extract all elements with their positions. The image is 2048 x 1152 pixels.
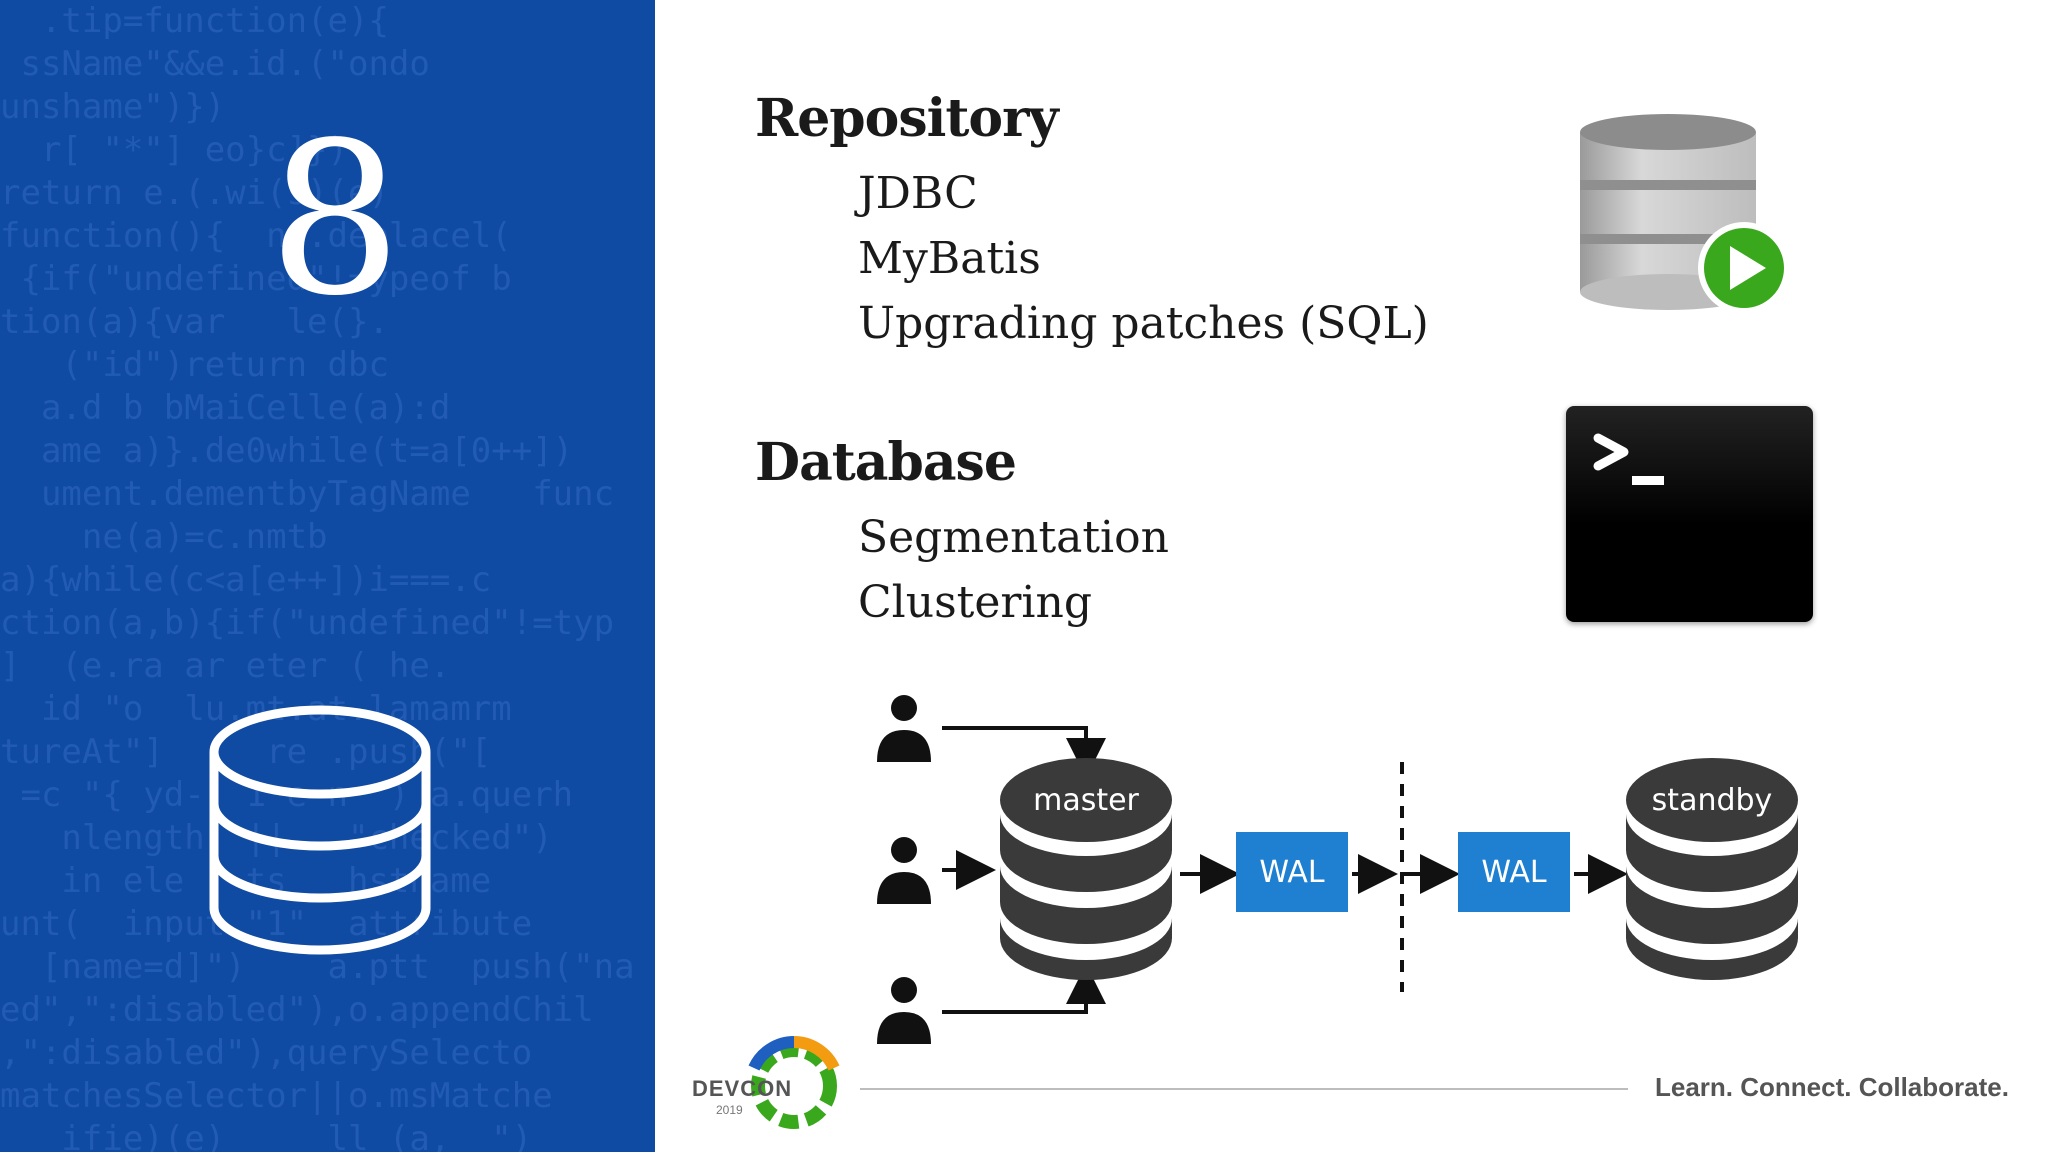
code-line: ame a)}.de0while(t=a[0++]): [0, 431, 574, 471]
code-line: matchesSelector||o.msMatche: [0, 1076, 553, 1116]
database-item-segmentation: Segmentation: [858, 512, 1169, 563]
wal-right-label: WAL: [1481, 855, 1547, 890]
repository-item-patches: Upgrading patches (SQL): [858, 298, 1429, 349]
master-database: [1000, 758, 1172, 980]
footer-tagline: Learn. Connect. Collaborate.: [1655, 1072, 2009, 1102]
repository-item-jdbc: JDBC: [858, 168, 978, 219]
code-line: r[ "*"] eo}c]}): [0, 130, 492, 170]
replication-diagram: master WAL WAL standby: [877, 695, 1798, 1044]
code-line: unshame")}): [0, 87, 533, 127]
slide-number: 8: [268, 97, 402, 342]
wal-box-left: [1236, 832, 1348, 912]
code-line: ifie)(e) ll (a, "): [0, 1119, 533, 1152]
wal-box-right: [1458, 832, 1570, 912]
logo-year: 2019: [716, 1103, 743, 1117]
code-line: [name=d]") a.ptt push("na: [0, 947, 635, 987]
code-line: ed",":disabled"),o.appendChil: [0, 990, 594, 1030]
repository-item-mybatis: MyBatis: [858, 233, 1041, 284]
logo-text: DEVCON: [692, 1076, 792, 1101]
devcon-logo: DEVCON 2019: [692, 1036, 840, 1129]
code-line: a.d b bMaiCelle(a):d: [0, 388, 451, 428]
gear-icon: [748, 1036, 840, 1129]
standby-label: standby: [1652, 783, 1773, 818]
master-label: master: [1033, 783, 1139, 818]
user-icon-top: [877, 695, 931, 762]
code-line: ction(a,b){if("undefined"!=typ: [0, 603, 615, 643]
code-line: ("id")return dbc: [0, 345, 389, 385]
terminal-prompt-icon: [1593, 433, 1664, 485]
wal-left-label: WAL: [1259, 855, 1325, 890]
footer-divider: [860, 1088, 1628, 1090]
code-line: .tip=function(e){: [0, 1, 389, 41]
standby-database: [1626, 758, 1798, 980]
database-play-icon: [1580, 114, 1790, 314]
database-title: Database: [755, 432, 1017, 493]
database-icon: [209, 705, 431, 955]
user-icon-bottom: [877, 977, 931, 1044]
code-line: ,":disabled"),querySelecto: [0, 1033, 533, 1073]
code-line: return e.(.wi(s)(e): [0, 173, 389, 213]
code-line: a){while(c<a[e++])i===.c: [0, 560, 492, 600]
database-item-clustering: Clustering: [858, 577, 1092, 628]
code-line: tion(a){var le(}.: [0, 302, 389, 342]
code-line: tureAt"] re .push("[: [0, 732, 492, 772]
code-line: {if("undefined"!=ypeof b: [0, 259, 512, 299]
terminal-icon: [1566, 406, 1813, 622]
code-line: function(){ ne.deplacel(: [0, 216, 512, 256]
code-line: ssName"&&e.id.("ondo: [0, 44, 430, 84]
code-line: ] (e.ra ar eter ( he.: [0, 646, 635, 686]
code-line: ne(a)=c.nmtb: [0, 517, 328, 557]
code-line: ument.dementbyTagName func: [0, 474, 615, 514]
code-line: unt( input "1" attribute: [0, 904, 533, 944]
repository-title: Repository: [755, 88, 1059, 149]
user-icon-middle: [877, 837, 931, 904]
